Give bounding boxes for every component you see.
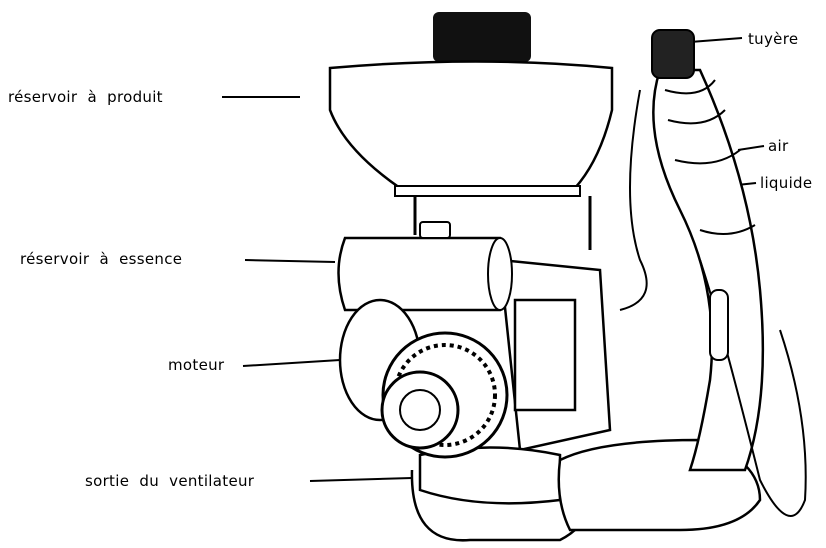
air-hose — [619, 29, 807, 517]
leader-nozzle — [689, 37, 743, 43]
label-liquid: liquide — [760, 174, 813, 192]
label-fuel-tank: réservoir à essence — [20, 250, 183, 268]
label-nozzle: tuyère — [748, 30, 799, 48]
frame — [410, 258, 762, 542]
engine — [338, 298, 509, 459]
label-product-tank: réservoir à produit — [8, 88, 163, 106]
leader-air — [737, 145, 765, 151]
fuel-tank — [337, 221, 513, 312]
label-air: air — [768, 137, 789, 155]
product-tank — [328, 12, 614, 250]
leader-fuel-tank — [244, 259, 336, 263]
leader-engine — [242, 359, 341, 367]
label-engine: moteur — [168, 356, 225, 374]
label-fan-outlet: sortie du ventilateur — [85, 472, 255, 490]
leader-fan-outlet — [309, 477, 413, 482]
